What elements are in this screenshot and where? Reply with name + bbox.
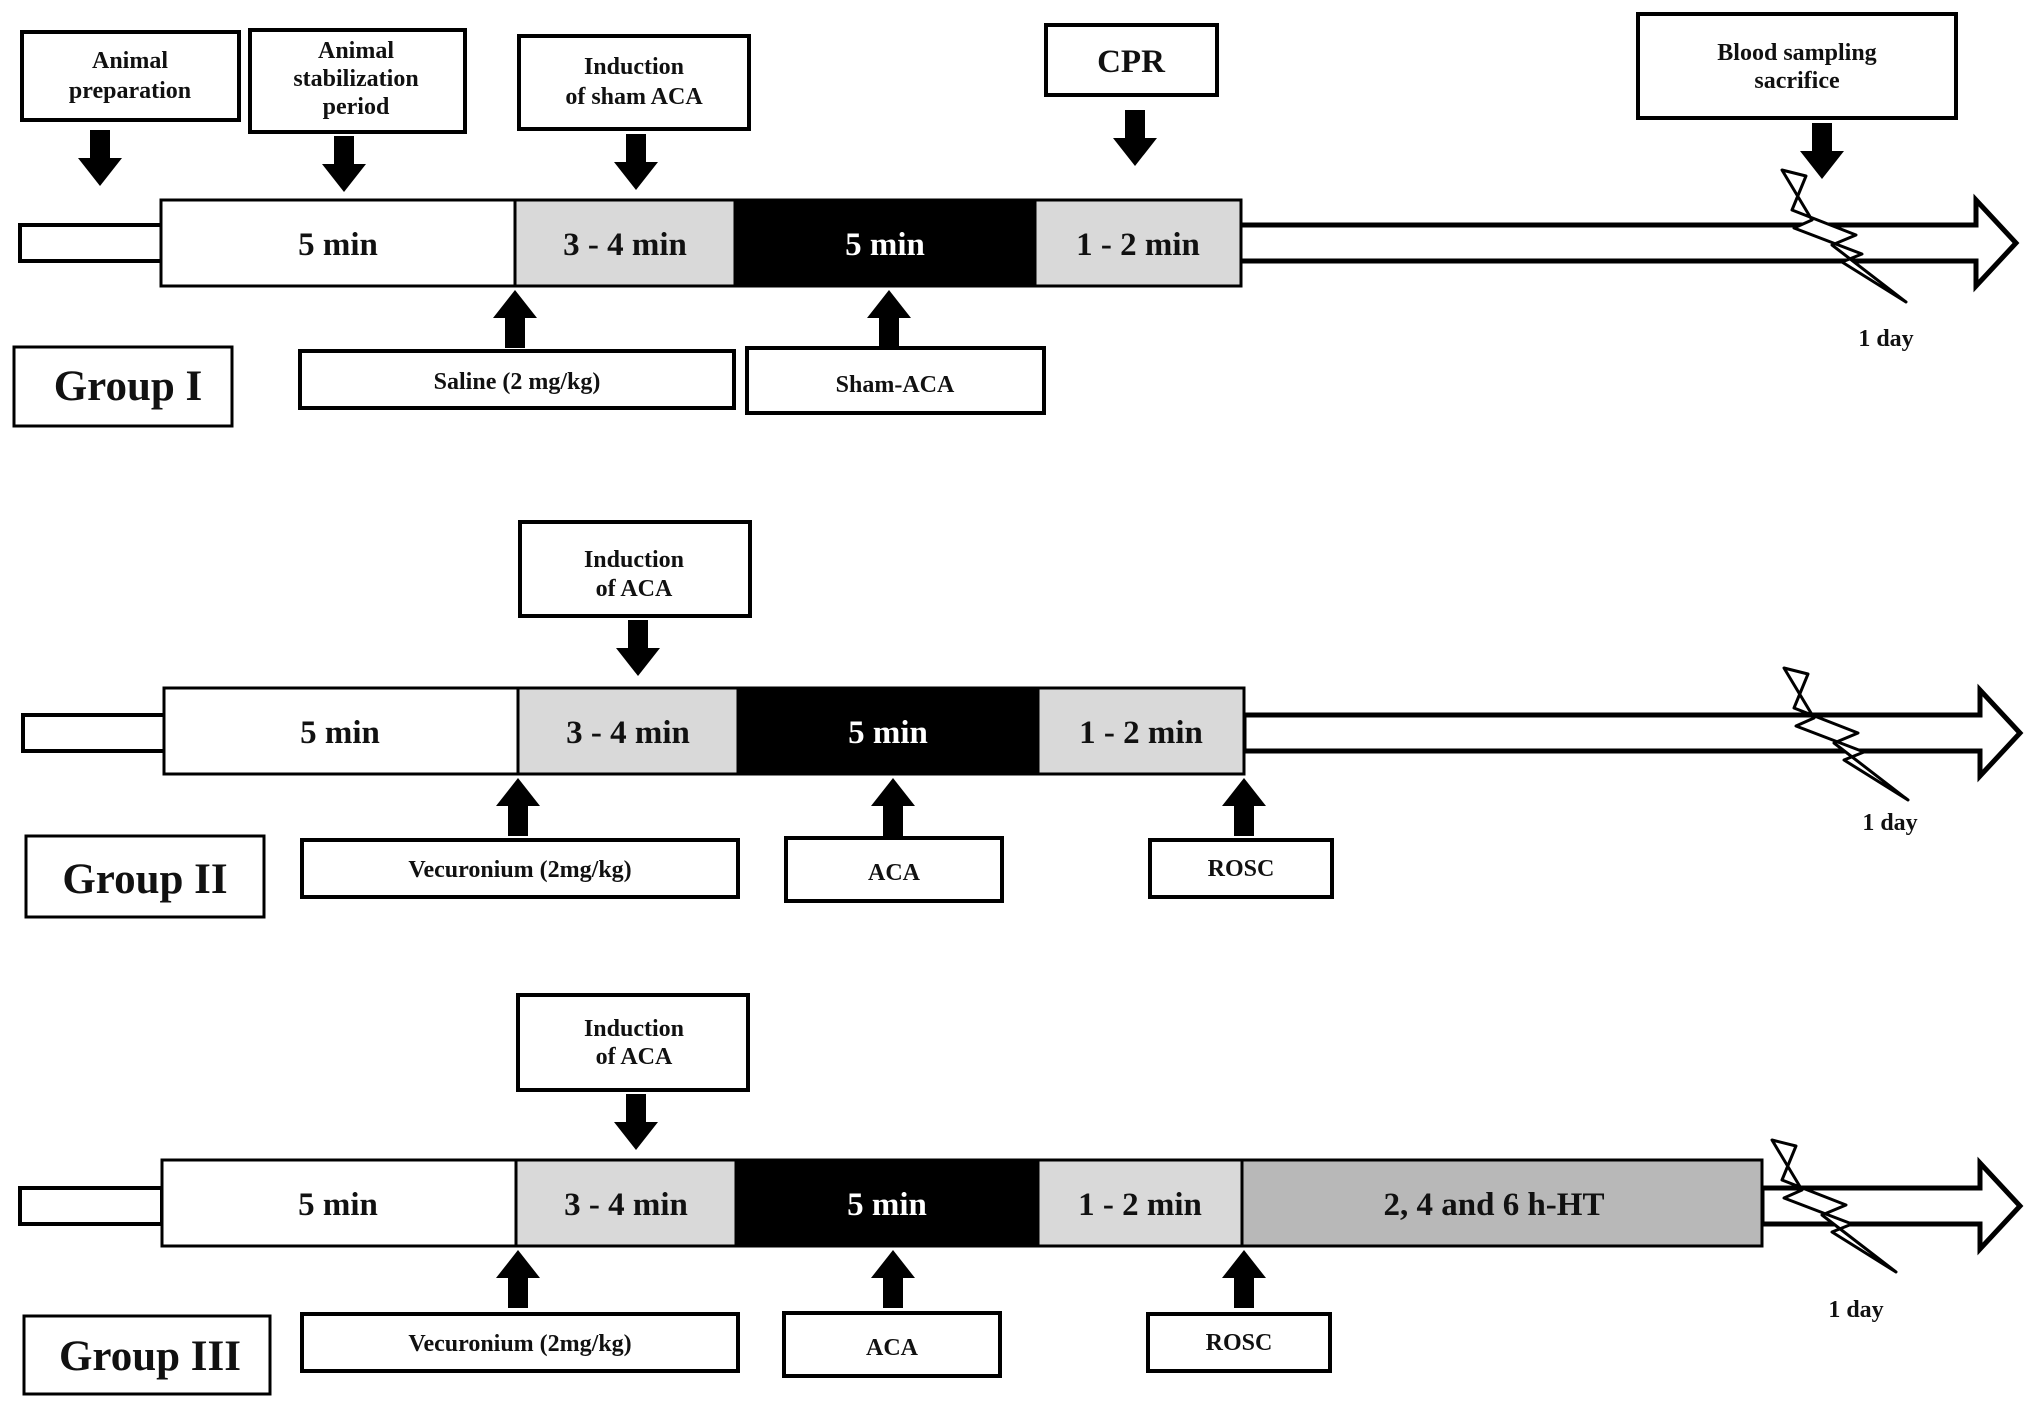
induction-aca-3-label-line2: of ACA [596,1044,673,1070]
follow-up-arrow-3 [1759,1156,2024,1256]
sham-aca-box [745,346,1046,415]
animal-preparation-label-line1: Animal [92,48,168,74]
down-arrow-preparation [78,130,122,186]
group-3-day-label: 1 day [1828,1297,1883,1323]
induction-sham-label-line2: of sham ACA [565,84,703,110]
down-arrow-cpr [1113,110,1157,166]
cpr-box [1044,23,1219,97]
induction-aca-box-3 [516,993,750,1092]
segment-hypothermia-3 [1240,1158,1764,1248]
segment-stabilization-3-label: 5 min [298,1187,378,1223]
down-arrow-induction-3 [614,1094,658,1150]
group-1-timeline: Animal preparation Animal stabilization … [12,12,2020,428]
rosc-box-2 [1148,838,1334,899]
segment-cpr-label: 1 - 2 min [1076,227,1200,263]
up-arrow-vecuronium-2 [496,778,540,836]
vecuronium-box-3 [300,1312,740,1373]
segment-induction-3 [514,1158,738,1248]
down-arrow-induction [614,134,658,190]
down-arrow-stabilization [322,136,366,192]
group-3-box [22,1314,272,1396]
cpr-label: CPR [1097,44,1166,80]
blood-sampling-label-line2: sacrifice [1754,68,1840,94]
segment-arrest-2 [736,686,1040,776]
aca-3-label: ACA [866,1335,919,1361]
up-arrow-rosc-2 [1222,778,1266,836]
sham-aca-label: Sham-ACA [836,372,955,398]
down-arrow-blood-sampling [1800,123,1844,179]
up-arrow-vecuronium-3 [496,1250,540,1308]
saline-label: Saline (2 mg/kg) [434,369,601,395]
up-arrow-saline [493,290,537,348]
vecuronium-3-label: Vecuronium (2mg/kg) [408,1331,631,1357]
segment-arrest-3 [734,1158,1040,1248]
induction-aca-3-label-line1: Induction [584,1016,684,1042]
group-2-timeline: Induction of ACA 5 min 3 - 4 min 5 min 1… [21,520,2024,919]
group-3-label: Group III [59,1333,241,1380]
lead-in-bar [18,223,164,263]
rosc-box-3 [1146,1312,1332,1373]
vecuronium-2-label: Vecuronium (2mg/kg) [408,857,631,883]
up-arrow-rosc-3 [1222,1250,1266,1308]
stabilization-label-line1: Animal [318,38,394,64]
stabilization-box [248,28,467,134]
group-1-day-label: 1 day [1858,326,1913,352]
induction-aca-box-2 [518,520,752,618]
segment-induction-2 [516,686,740,776]
lead-in-bar-3 [18,1186,164,1226]
up-arrow-aca-2 [871,778,915,836]
blood-sampling-box [1636,12,1958,120]
stabilization-label-line2: stabilization [293,66,418,92]
lead-in-bar-2 [21,713,167,753]
lightning-bolt-icon [1780,168,1908,304]
blood-sampling-label-line1: Blood sampling [1717,40,1876,66]
group-1-label: Group I [54,363,203,410]
segment-stabilization-2 [162,686,520,776]
segment-cpr-3 [1036,1158,1244,1248]
rosc-3-label: ROSC [1206,1330,1273,1356]
segment-arrest [733,198,1037,288]
induction-sham-box [517,34,751,131]
group-2-box [24,834,266,919]
segment-stabilization [159,198,517,288]
segment-hypothermia-3-label: 2, 4 and 6 h-HT [1384,1187,1605,1223]
segment-arrest-2-label: 5 min [848,715,928,751]
segment-cpr-3-label: 1 - 2 min [1078,1187,1202,1223]
segment-cpr [1033,198,1243,288]
induction-sham-label-line1: Induction [584,54,684,80]
animal-preparation-label-line2: preparation [69,78,191,104]
down-arrow-induction-2 [616,620,660,676]
vecuronium-box-2 [300,838,740,899]
segment-stabilization-label: 5 min [298,227,378,263]
saline-box [298,349,736,410]
segment-cpr-2-label: 1 - 2 min [1079,715,1203,751]
induction-aca-2-label-line2: of ACA [596,576,673,602]
segment-arrest-3-label: 5 min [847,1187,927,1223]
group-2-label: Group II [62,856,227,903]
group-2-day-label: 1 day [1862,810,1917,836]
segment-arrest-label: 5 min [845,227,925,263]
induction-aca-2-label-line1: Induction [584,547,684,573]
up-arrow-sham-aca [867,290,911,348]
lightning-bolt-icon-2 [1782,666,1910,802]
aca-box-2 [784,836,1004,903]
group-3-timeline: Induction of ACA 5 min 3 - 4 min 5 min 1… [18,993,2024,1396]
segment-induction-label: 3 - 4 min [563,227,687,263]
animal-preparation-box [20,30,241,122]
rosc-2-label: ROSC [1208,856,1275,882]
aca-2-label: ACA [868,860,921,886]
aca-box-3 [782,1311,1002,1378]
group-1-box [12,345,234,428]
segment-induction-2-label: 3 - 4 min [566,715,690,751]
segment-cpr-2 [1036,686,1246,776]
segment-induction-3-label: 3 - 4 min [564,1187,688,1223]
up-arrow-aca-3 [871,1250,915,1308]
follow-up-arrow-2 [1241,683,2024,783]
segment-stabilization-2-label: 5 min [300,715,380,751]
follow-up-arrow [1237,193,2020,293]
stabilization-label-line3: period [323,94,390,120]
lightning-bolt-icon-3 [1770,1138,1898,1274]
